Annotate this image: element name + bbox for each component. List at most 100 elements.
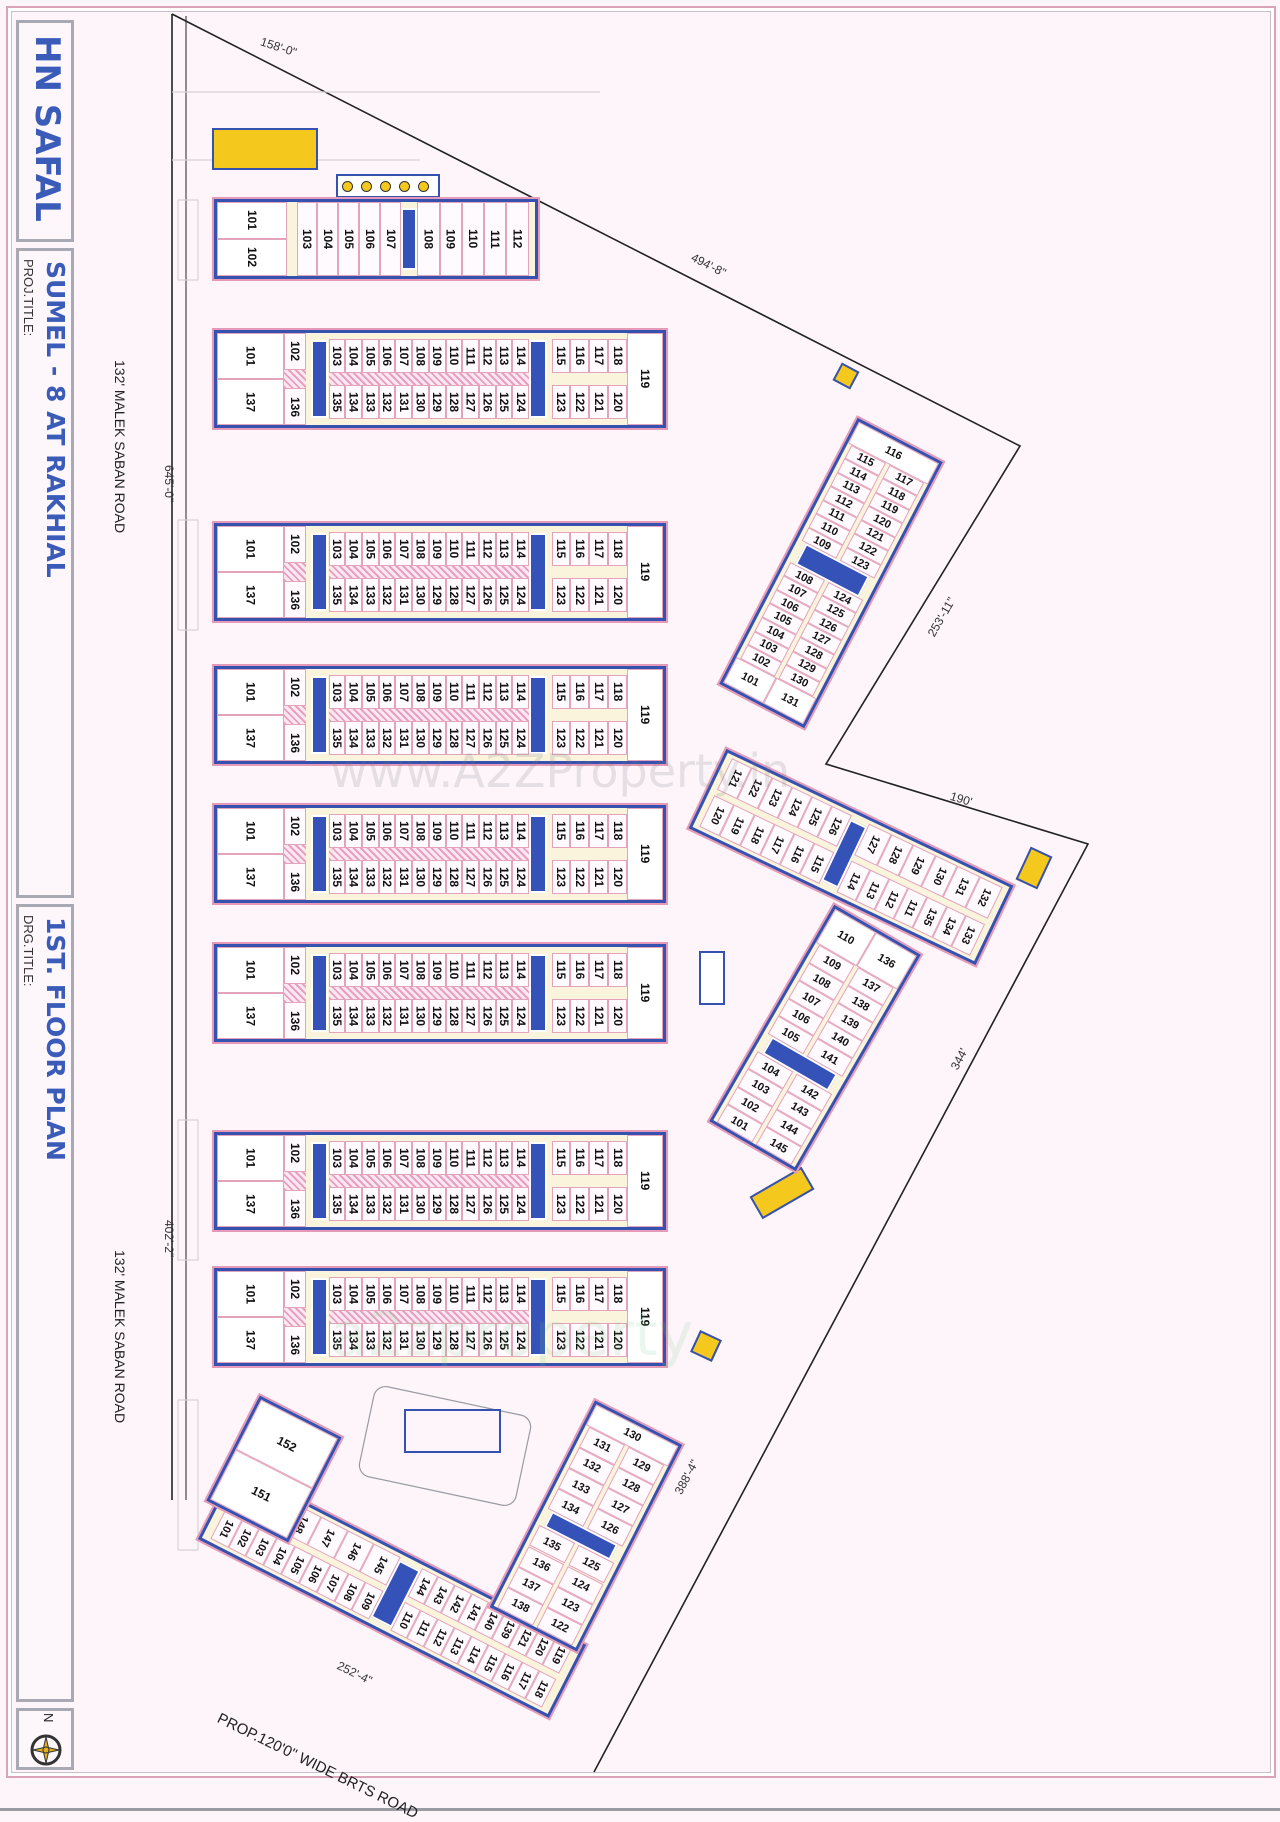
unit-109: 109 [428,1276,446,1312]
unit-125: 125 [495,1186,513,1222]
unit-number: 151 [249,1483,274,1505]
unit-130: 130 [412,859,429,895]
unit-number: 116 [787,843,807,865]
unit-104: 104 [345,338,362,374]
unit-number: 115 [553,682,568,702]
unit-122: 122 [570,720,590,756]
unit-101: 101 [217,1135,284,1181]
unit-number: 122 [572,1193,587,1214]
unit-113: 113 [495,338,513,374]
unit-number: 113 [863,879,882,901]
unit-number: 101 [739,670,761,690]
unit-number: 131 [952,876,971,898]
unit-number: 130 [930,865,949,888]
unit-number: 123 [553,1193,568,1214]
unit-number: 127 [463,391,478,412]
unit-114: 114 [512,338,530,374]
unit-134: 134 [345,1322,362,1358]
unit-109: 109 [428,813,446,849]
unit-number: 110 [446,960,461,980]
unit-number: 112 [480,1284,495,1304]
unit-number: 115 [553,539,568,559]
unit-number: 124 [513,1329,528,1350]
unit-136: 136 [283,863,307,900]
unit-number: 130 [413,1193,428,1214]
unit-number: 117 [591,539,606,559]
utility-box [699,951,725,1005]
unit-131: 131 [395,998,413,1034]
unit-133: 133 [361,1186,379,1222]
unit-136: 136 [283,724,307,761]
unit-number: 112 [480,682,495,702]
staircase [310,676,329,754]
unit-number: 108 [413,345,428,366]
lift-core [283,983,307,1003]
unit-125: 125 [495,384,513,420]
unit-number: 108 [413,538,428,559]
unit-number: 106 [362,228,377,250]
unit-number: 135 [329,1193,344,1214]
unit-116: 116 [570,813,590,849]
unit-number: 102 [288,677,303,698]
unit-number: 105 [363,345,378,366]
unit-number: 101 [244,210,259,231]
unit-136: 136 [283,388,307,425]
unit-number: 125 [497,1193,512,1214]
unit-113: 113 [495,1140,513,1176]
unit-107: 107 [395,813,413,849]
unit-number: 120 [707,804,727,827]
unit-114: 114 [512,813,530,849]
unit-102: 102 [283,947,307,984]
unit-120: 120 [608,577,628,613]
unit-number: 112 [510,229,525,249]
north-arrow-box: N [16,1708,74,1770]
unit-118: 118 [608,531,628,567]
staircase [310,1278,329,1356]
unit-number: 109 [443,228,458,250]
unit-106: 106 [378,338,396,374]
unit-number: 128 [446,1193,461,1214]
service-unit-icon [342,181,353,192]
unit-105: 105 [361,813,379,849]
unit-number: 131 [396,584,411,605]
unit-number: 102 [288,816,303,837]
unit-123: 123 [551,859,571,895]
lift-core [283,369,307,389]
compass-icon [30,1734,62,1766]
unit-136: 136 [283,1190,307,1227]
unit-118: 118 [608,813,628,849]
unit-number: 136 [288,871,303,892]
unit-number: 120 [610,584,625,605]
unit-number: 112 [480,960,495,980]
unit-number: 113 [497,1148,512,1168]
unit-number: 134 [346,866,361,887]
unit-number: 113 [497,1284,512,1304]
unit-number: 132 [380,866,395,887]
unit-number: 113 [497,682,512,702]
unit-number: 132 [380,1005,395,1026]
unit-number: 130 [413,1329,428,1350]
unit-108: 108 [412,1276,429,1312]
unit-number: 105 [363,1283,378,1304]
unit-number: 132 [974,886,994,909]
unit-129: 129 [428,577,446,613]
company-box: HN SAFAL [16,20,74,242]
unit-134: 134 [345,1186,362,1222]
unit-120: 120 [608,998,628,1034]
unit-number: 114 [844,870,863,892]
unit-121: 121 [589,998,609,1034]
unit-124: 124 [512,577,530,613]
watermark: www.A2ZProperty.in [330,744,791,798]
unit-119: 119 [627,526,663,618]
unit-number: 127 [463,727,478,748]
unit-number: 133 [570,1477,592,1497]
unit-113: 113 [495,1276,513,1312]
page-rule [0,1808,1280,1811]
unit-109: 109 [428,1140,446,1176]
unit-132: 132 [378,859,396,895]
unit-number: 109 [430,820,445,841]
unit-124: 124 [512,1186,530,1222]
unit-132: 132 [378,998,396,1034]
unit-111: 111 [462,1276,480,1312]
